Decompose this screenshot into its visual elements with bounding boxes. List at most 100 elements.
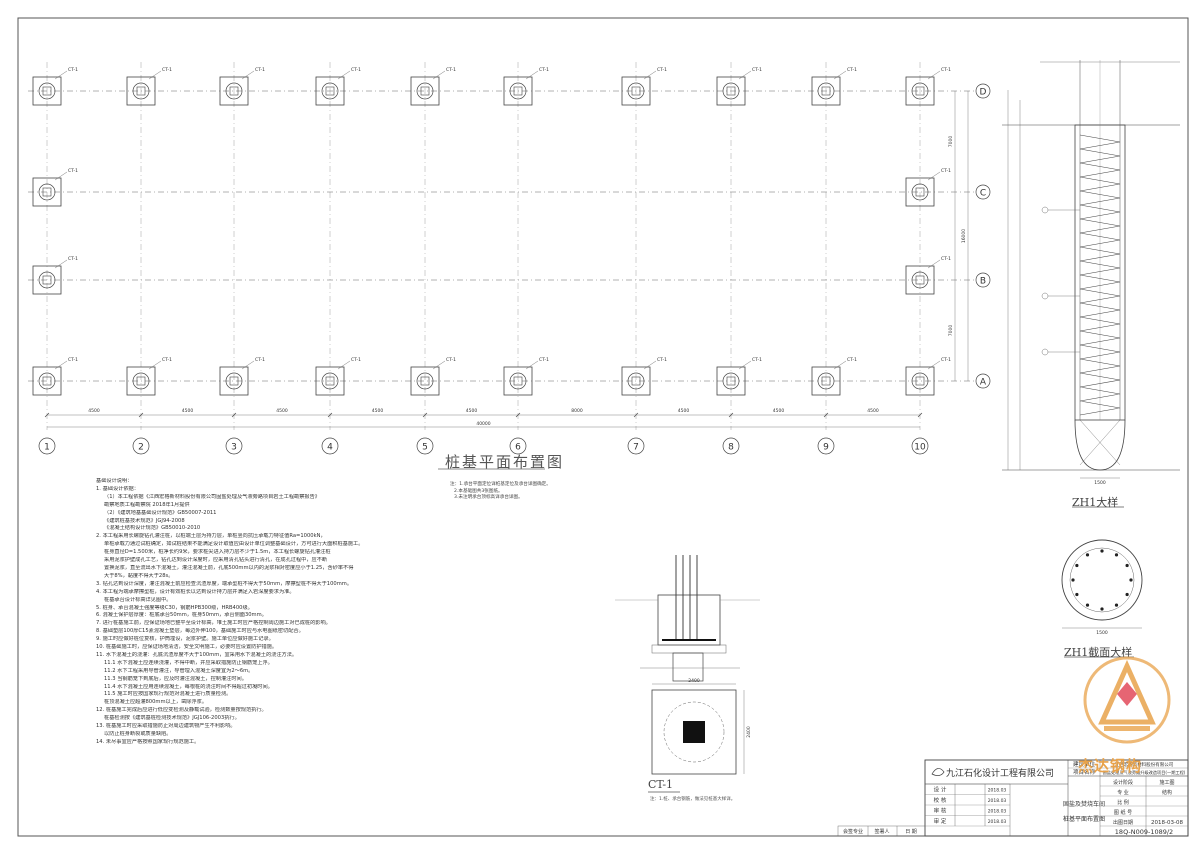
pile-cap: CT-1 xyxy=(32,168,78,207)
note-line: 6. 混凝土保护层厚度：桩底承台50mm，桩身50mm，承台侧面30mm。 xyxy=(96,612,267,619)
column-square xyxy=(915,86,925,96)
column-square xyxy=(229,86,239,96)
pile-cap-outline xyxy=(32,265,62,295)
ratio-label: 比 例 xyxy=(1117,799,1129,806)
logo-text: 杰达钢构 xyxy=(1078,757,1143,775)
column-axis-label: 1 xyxy=(44,443,50,453)
pile-cap-outline xyxy=(503,76,533,106)
column-axis-bubble xyxy=(132,437,150,455)
pile-tip xyxy=(1074,419,1126,471)
section-rebar-dot xyxy=(1114,553,1119,557)
plan-notes: 注：1.承台平面定位详桩基定位及承台详图确定。 2.本基础图共3张图纸。 3.未… xyxy=(450,482,551,502)
note-line: 11.5 施工时应按国家现行规范对混凝土进行质量检测。 xyxy=(104,691,232,698)
pile-cap: CT-1 xyxy=(410,357,456,396)
client-value: 江西宏格新材料股份有限公司 xyxy=(1115,761,1174,768)
note-line: 《建筑桩基技术规范》JGJ94-2008 xyxy=(104,517,185,524)
pile-circle xyxy=(132,82,150,100)
note-line: 采用泥浆护壁成孔工艺，钻孔达到设计深度时，应采用清孔钻头进行清孔，在成孔过程中，… xyxy=(104,557,328,564)
pile-tag: CT-1 xyxy=(539,357,549,363)
tag-leader xyxy=(927,70,941,80)
row-axis-label: C xyxy=(980,189,986,199)
pile-tag: CT-1 xyxy=(255,67,265,73)
pile-cap: CT-1 xyxy=(32,256,78,295)
section-rebar-dot xyxy=(1085,553,1090,557)
note-line: 置换泥浆，直至流出水下混凝土，灌注混凝土前，孔底500mm以内的泥浆相对密度应小… xyxy=(104,564,354,571)
note-line: 11.4 水下混凝土应用连续混凝土，每根桩的浇注时间不得超过初凝时间。 xyxy=(104,683,273,690)
pile-cap-outline xyxy=(716,76,746,106)
pile-cap: CT-1 xyxy=(219,67,265,106)
note-line: 8. 基础垫层100厚C15素混凝土垫层，每边外伸100，基础施工时应与水电图纸… xyxy=(96,628,304,635)
note-line: （1）本工程依据《江西宏格新材料股份有限公司固盐处理及气液旁路项目岩土工程勘察报… xyxy=(104,493,320,500)
pile-circle xyxy=(321,82,339,100)
section-outer xyxy=(1061,539,1143,621)
section-rebar-dot xyxy=(1125,592,1129,597)
pile-circle xyxy=(817,82,835,100)
role-date: 2018.03 xyxy=(988,798,1007,804)
dim-tick xyxy=(633,412,639,418)
bay-dimension: 8000 xyxy=(571,408,583,414)
dim-tick xyxy=(728,412,734,418)
ct1-dimension: 2400 xyxy=(746,726,752,738)
pile-tag: CT-1 xyxy=(446,357,456,363)
note-line: 14. 未尽事宜应严格按照国家现行规范施工。 xyxy=(96,738,200,745)
bay-dimension: 4500 xyxy=(678,408,690,414)
client-label: 建设单位 xyxy=(1073,760,1096,768)
note-line: 11.3 当钢筋笼下到底后，应及时灌注混凝土，控制灌注时间。 xyxy=(104,675,247,682)
pile-circle xyxy=(321,372,339,390)
role-label: 审 核 xyxy=(934,807,947,815)
pile-cap-outline xyxy=(905,177,935,207)
pile-circle xyxy=(416,372,434,390)
pile-cap-outline xyxy=(32,177,62,207)
note-line: 3. 钻孔达到设计深度，灌注混凝土前应检查沉渣厚度，端承型桩不得大于50mm，摩… xyxy=(96,580,353,587)
annotation-bubble xyxy=(1041,206,1049,214)
pile-cap: CT-1 xyxy=(905,256,951,295)
pile-cap-outline xyxy=(219,76,249,106)
tag-leader xyxy=(148,360,162,370)
role-date: 2018.03 xyxy=(988,819,1007,825)
pile-cap-outline xyxy=(621,76,651,106)
note-line: 单桩承载力通过试桩确定，如试桩结果不能满足设计取值应由设计单位调整基础设计，方可… xyxy=(104,541,364,548)
dim-tick xyxy=(44,412,50,418)
pile-tag: CT-1 xyxy=(941,168,951,174)
column-axis-label: 5 xyxy=(422,443,428,453)
column-square xyxy=(420,86,430,96)
zh1-section-title: ZH1截面大样 xyxy=(1064,646,1133,659)
pile-circle xyxy=(817,372,835,390)
column-square xyxy=(42,86,52,96)
column-axis-bubble xyxy=(321,437,339,455)
column-axis-label: 6 xyxy=(515,443,521,453)
row-axis-label: D xyxy=(980,88,987,98)
pile-cap: CT-1 xyxy=(315,67,361,106)
pile-tag: CT-1 xyxy=(351,67,361,73)
column-axis-bubble xyxy=(722,437,740,455)
dim-tick xyxy=(327,412,333,418)
pile-circle xyxy=(911,271,929,289)
section-rebar-dot xyxy=(1085,603,1090,607)
pile-circle xyxy=(722,372,740,390)
column-axis-label: 2 xyxy=(138,443,144,453)
section-rebar-dot xyxy=(1071,578,1075,582)
column-square xyxy=(915,275,925,285)
pile-cap: CT-1 xyxy=(716,357,762,396)
column-axis-label: 9 xyxy=(823,443,829,453)
bay-dimension: 4500 xyxy=(773,408,785,414)
pile-circle xyxy=(627,372,645,390)
tag-leader xyxy=(337,70,351,80)
note-line: 《混凝土结构设计规范》GB50010-2010 xyxy=(104,525,201,532)
column-square xyxy=(631,376,641,386)
column-axis-label: 3 xyxy=(231,443,237,453)
pile-cap-outline xyxy=(621,366,651,396)
column-axis-label: 7 xyxy=(633,443,639,453)
pile-cap: CT-1 xyxy=(811,357,857,396)
column-axis-bubble xyxy=(416,437,434,455)
tag-leader xyxy=(54,259,68,269)
company-logo-icon xyxy=(1083,656,1171,744)
pile-cap-outline xyxy=(126,366,156,396)
column-square xyxy=(513,376,523,386)
bay-dimension: 4500 xyxy=(466,408,478,414)
title-block-frame xyxy=(924,759,1189,837)
column-square xyxy=(726,86,736,96)
pile-circle xyxy=(38,82,56,100)
pile-circle xyxy=(38,183,56,201)
